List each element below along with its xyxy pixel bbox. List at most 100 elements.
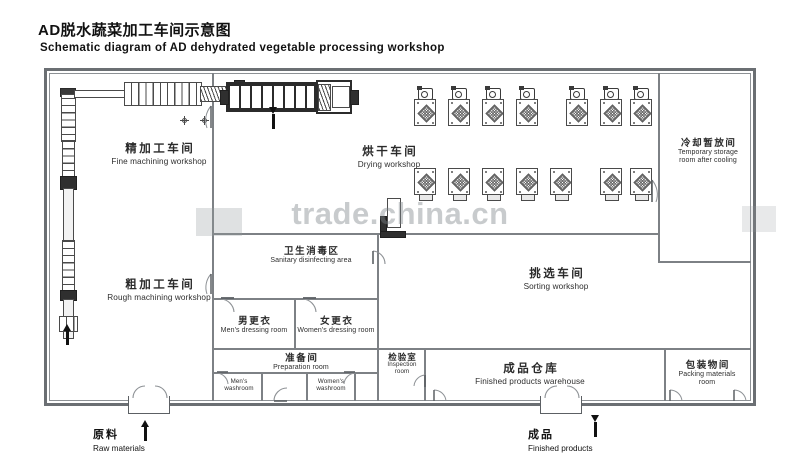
dryer-body [516,168,538,195]
wall-dressing-right [377,298,380,350]
door-mens-washroom [216,371,231,386]
dryer-fan-icon [602,173,622,192]
dryer-fan-icon [416,173,436,192]
wall-womens-washroom-right [354,372,357,401]
equipment-vertical-conveyor-lower [62,240,75,292]
equipment-rack-coil [318,84,331,111]
door-machining-upper [200,104,214,130]
room-label-sorting: 挑选车间 Sorting workshop [523,268,589,291]
dryer-motor [417,86,433,100]
wall-preparation-right [377,348,380,401]
door-packing-materials [732,388,748,403]
dryer-fan-icon [450,173,470,192]
floor-plan: 精加工车间 Fine machining workshop 粗加工车间 Roug… [44,68,756,414]
entrance-vestibule-finished [540,396,582,414]
equipment-vertical-washer-top [61,94,76,142]
wall-drying-right [658,73,661,263]
dryer-body [482,168,504,195]
wall-drying-bottom [212,233,659,236]
room-label-preparation: 准备间 Preparation room [273,353,329,372]
dryer-base [453,195,467,201]
dryer-fan-icon [518,173,538,192]
dryer-body [414,168,436,195]
dryer-base [635,195,649,201]
dryer-motor [569,86,585,100]
dryer-body [600,168,622,195]
room-label-mens-washroom: Men's washroom [224,378,254,392]
dryer-base [419,195,433,201]
dryer-body [414,99,436,126]
dryer-body [448,99,470,126]
door-warehouse-right [668,388,684,403]
wall-packing-left [664,348,667,401]
watermark-block-right [742,206,776,232]
door-inspection [412,374,427,389]
room-label-sanitary: 卫生消毒区 Sanitary disinfecting area [270,246,352,265]
door-womens-dressing [302,297,319,314]
dryer-base [521,195,535,201]
wall-dressing-divider [294,298,297,350]
wall-dressing-bottom [212,348,379,351]
entrance-vestibule-raw [128,396,170,414]
dryer-fan-icon [484,104,504,123]
equipment-vertical-conveyor-mid [63,188,74,242]
equipment-rack-outlet [350,90,359,105]
door-entrance-raw [130,384,170,400]
equipment-vertical-conveyor-upper [62,140,75,178]
room-label-drying: 烘干车间 Drying workshop [357,146,421,169]
dryer-body [630,99,652,126]
dryer-body [630,168,652,195]
dryer-fan-icon [602,104,622,123]
dryer-body [448,168,470,195]
wall-sorting-bottom [377,348,751,351]
door-machining-lower [200,272,214,296]
door-preparation [272,386,290,402]
dryer-fan-icon [416,104,436,123]
equipment-rack-inlet [220,90,229,105]
dryer-body [482,99,504,126]
room-label-fine-machining: 精加工车间 Fine machining workshop [111,143,207,166]
room-label-womens-dressing: 女更衣 Women's dressing room [297,316,375,335]
flow-label-finished-products: 成品 Finished products [528,429,593,453]
wall-sanitary-right [377,233,380,300]
door-entrance-finished [542,384,582,400]
room-label-packing-materials: 包装物间 Packing materials room [678,360,736,387]
building-inner-wall [49,73,751,401]
watermark-block-left [196,208,242,236]
room-label-womens-washroom: Women's washroom [316,378,346,392]
dryer-base [555,195,569,201]
page-title-cn: AD脱水蔬菜加工车间示意图 [38,22,232,39]
wall-mens-washroom-right [261,372,264,401]
page-title-en: Schematic diagram of AD dehydrated veget… [40,42,445,54]
equipment-drying-rack [226,82,318,112]
equipment-exit-duct-horizontal [380,231,406,238]
dryer-fan-icon [632,104,652,123]
dryer-base [605,195,619,201]
room-label-mens-dressing: 男更衣 Men's dressing room [220,316,288,335]
room-label-inspection: 检验室 Inspection room [387,352,417,375]
equipment-valve-2 [200,116,209,125]
equipment-exit-hopper [387,198,401,228]
dryer-base [487,195,501,201]
door-mens-dressing [220,297,237,314]
equipment-belt-top [74,90,126,98]
door-temporary-storage [650,178,664,204]
dryer-body [550,168,572,195]
dryer-fan-icon [450,104,470,123]
wall-storage-bottom [658,261,751,264]
wall-inspection-right [424,348,427,401]
dryer-fan-icon [552,173,572,192]
door-sanitary [372,250,388,266]
equipment-valve-1 [180,116,189,125]
room-label-rough-machining: 粗加工车间 Rough machining workshop [107,279,211,302]
wall-womens-washroom-left [306,372,309,401]
dryer-body [600,99,622,126]
flow-label-raw-materials: 原料 Raw materials [93,429,145,453]
equipment-rack-motor [332,86,350,108]
dryer-fan-icon [632,173,652,192]
dryer-fan-icon [568,104,588,123]
wall-washroom-top [212,372,379,375]
room-label-finished-warehouse: 成品仓库 Finished products warehouse [475,363,585,386]
dryer-body [566,99,588,126]
